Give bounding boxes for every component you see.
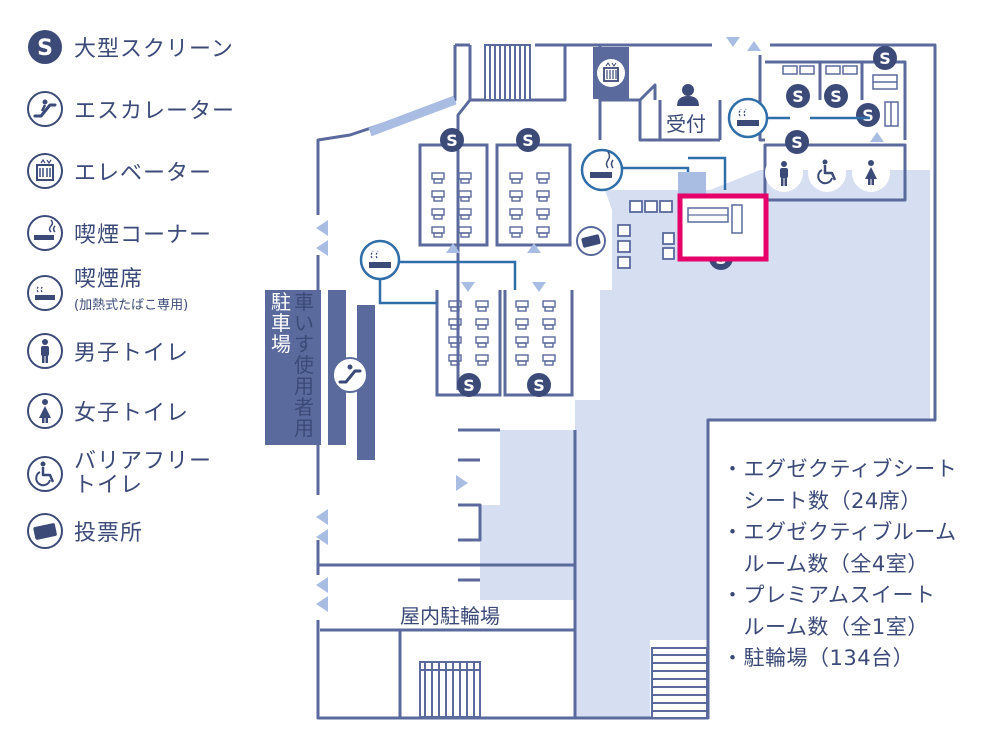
reception-label: 受付 — [666, 112, 706, 136]
mens-toilet-icon — [27, 333, 63, 369]
staircase-bottom — [419, 661, 481, 718]
legend-item-womens-toilet: 女子トイレ — [26, 392, 189, 430]
legend-label: 女子トイレ — [74, 401, 190, 426]
note-line: シート数（24席） — [722, 488, 922, 513]
parking-label: 駐車場 — [271, 290, 291, 356]
escalator-icon — [27, 91, 63, 127]
lobby-kiosk — [678, 172, 706, 194]
mens-toilet-icon — [765, 154, 803, 192]
legend-item-elevator: エレベーター — [26, 152, 212, 190]
note-line: ・エグゼクティブルーム — [722, 520, 957, 544]
note-line: ルーム数（全4室） — [722, 551, 929, 576]
legend-label: エスカレーター — [74, 99, 236, 124]
ballot-box-icon — [576, 226, 606, 256]
theater-blocks — [418, 143, 574, 397]
legend-item-ballot: 投票所 — [26, 512, 143, 550]
accessible-toilet-icon — [808, 154, 846, 192]
legend-label: 投票所 — [74, 521, 144, 546]
svg-text:S: S — [37, 36, 53, 61]
smoking-seat-icon — [27, 275, 63, 311]
bicycle-parking-label: 屋内駐輪場 — [400, 604, 500, 628]
legend-item-escalator: エスカレーター — [26, 90, 235, 128]
smoking-corner-icon — [27, 215, 63, 251]
escalator-icon — [332, 357, 368, 393]
elevator-icon — [27, 153, 63, 189]
note-line: ・プレミアムスイート — [722, 583, 936, 607]
staircase-right — [651, 647, 708, 719]
facility-notes: ・エグゼクティブシート シート数（24席） ・エグゼクティブルーム ルーム数（全… — [722, 454, 957, 675]
smoking-seat-icon — [727, 97, 769, 139]
legend-label: エレベーター — [74, 161, 213, 186]
legend-label: 喫煙コーナー — [74, 223, 213, 248]
legend-label: バリアフリー — [74, 449, 213, 474]
theater-seats-4 — [515, 300, 556, 366]
lobby-counters — [617, 200, 675, 269]
screen-s-icon: S — [28, 30, 62, 64]
legend-label-group: バリアフリー トイレ — [74, 450, 212, 498]
parking-area — [265, 290, 321, 445]
floor-area — [480, 170, 930, 718]
elevator-icon — [593, 47, 629, 99]
legend-item-smoking-seat: 喫煙席 (加熱式たばこ専用) — [26, 268, 188, 318]
legend-label-line2: トイレ — [74, 473, 144, 498]
legend-label-group: 喫煙席 (加熱式たばこ専用) — [74, 268, 188, 318]
womens-toilet-icon — [27, 393, 63, 429]
staircase-top — [484, 44, 531, 101]
ballot-box-icon — [27, 513, 63, 549]
legend-sublabel: (加熱式たばこ専用) — [74, 298, 189, 313]
note-line: ・エグゼクティブシート — [722, 457, 958, 481]
reception-person-icon — [677, 84, 699, 106]
theater-seats-1 — [431, 172, 472, 238]
smoking-seat-icon — [359, 239, 401, 281]
legend-item-screen: S 大型スクリーン — [26, 28, 234, 66]
legend-item-accessible-toilet: バリアフリー トイレ — [26, 450, 212, 498]
womens-toilet-icon — [852, 154, 890, 192]
premium-suite-highlight — [677, 193, 769, 262]
theater-seats-2 — [509, 172, 550, 238]
legend-label: 大型スクリーン — [74, 37, 234, 62]
smoking-corner-icon — [580, 148, 624, 192]
glass-wall — [368, 95, 457, 137]
note-line: ルーム数（全1室） — [722, 614, 929, 639]
legend-label: 男子トイレ — [74, 341, 190, 366]
theater-seats-3 — [448, 300, 489, 366]
note-line: ・駐輪場（134台） — [722, 646, 915, 670]
accessible-parking-label: 車いす使用者用 — [294, 290, 314, 440]
executive-rooms — [782, 65, 899, 127]
legend-item-smoking-corner: 喫煙コーナー — [26, 214, 212, 252]
accessible-toilet-icon — [27, 456, 63, 492]
legend-label: 喫煙席 — [74, 267, 144, 292]
legend-item-mens-toilet: 男子トイレ — [26, 332, 189, 370]
